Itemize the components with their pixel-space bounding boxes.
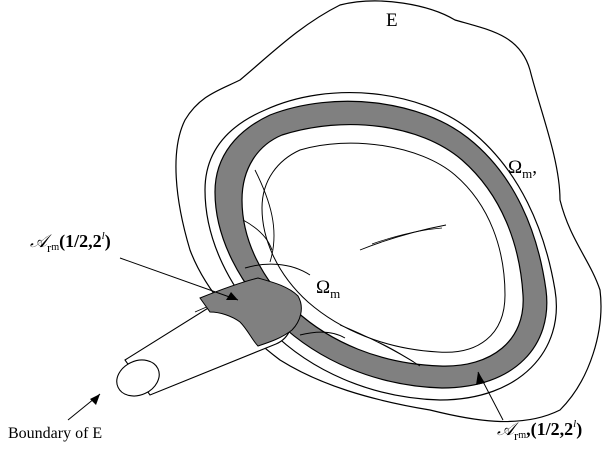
funnel-fold-bottom-2	[377, 341, 415, 363]
funnel-inner-rim	[261, 142, 506, 353]
arrow-annulus-top	[119, 257, 239, 301]
annulus-bottom-label: 𝒜rm,(1/2,2l)	[497, 418, 583, 443]
tube-end-cap	[116, 359, 160, 397]
region-e-label: E	[386, 10, 398, 31]
funnel-fold-curl-left	[242, 219, 273, 251]
funnel-neck-lower	[299, 331, 346, 339]
boundary-of-e-label: Boundary of E	[8, 425, 103, 442]
region-e-outline	[175, 0, 602, 423]
funnel-neck-upper	[244, 263, 311, 276]
funnel-fold-center	[359, 224, 447, 251]
omega-m-label: Ωm	[316, 277, 341, 301]
arrow-boundary	[67, 393, 101, 421]
annulus-top-label: 𝒜rm(1/2,2l)	[30, 230, 111, 255]
funnel-fold-center-2	[371, 227, 443, 245]
omega-m-prime-label: Ωm,	[508, 157, 537, 181]
arrow-annulus-bottom	[476, 371, 504, 421]
funnel-fold-left	[254, 169, 275, 263]
omega-m-prime-boundary	[204, 91, 557, 401]
